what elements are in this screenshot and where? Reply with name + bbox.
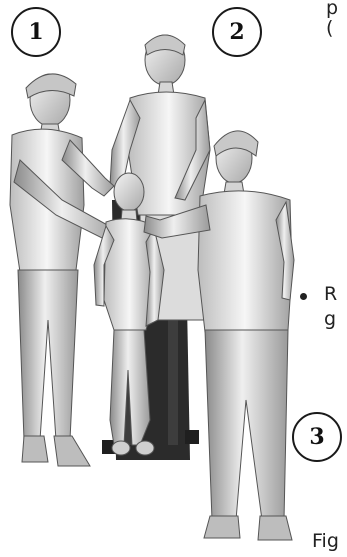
bullet-text-line-1: R bbox=[324, 283, 337, 305]
figure-caption: Fig bbox=[312, 530, 339, 552]
bullet-text-line-2: g bbox=[324, 308, 336, 330]
bullet-dot bbox=[300, 293, 307, 300]
rescuer-2-badge: 2 bbox=[212, 7, 262, 57]
rescuer-3-badge: 3 bbox=[292, 412, 342, 462]
rescuer-1-badge: 1 bbox=[11, 7, 61, 57]
body-text-line-2: ( bbox=[326, 17, 333, 39]
